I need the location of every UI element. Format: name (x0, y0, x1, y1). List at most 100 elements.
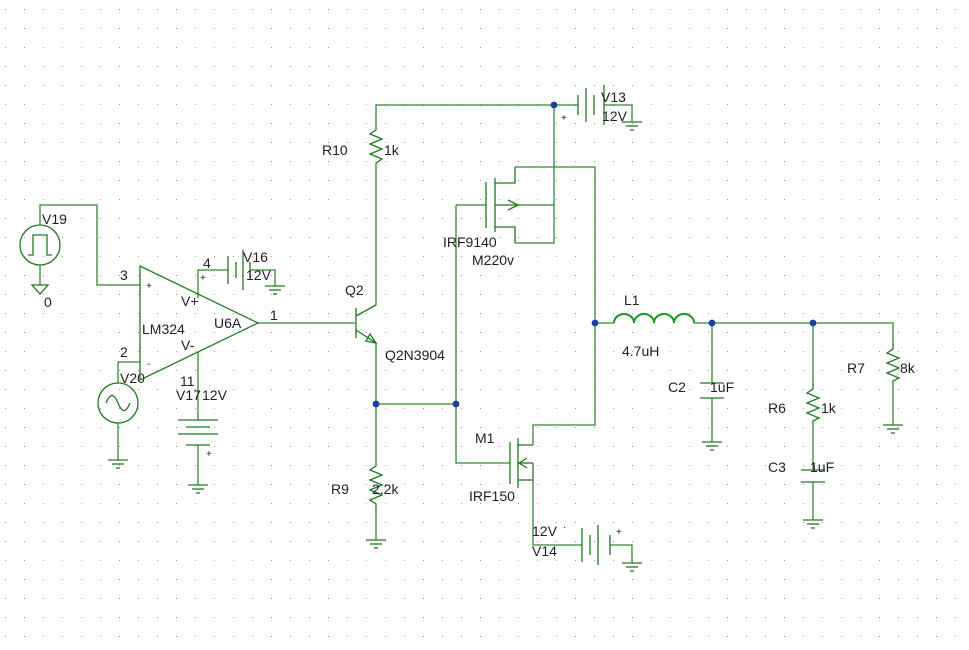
grid-dot (936, 237, 937, 238)
grid-dot (271, 465, 272, 466)
grid-dot (727, 85, 728, 86)
grid-dot (233, 123, 234, 124)
grid-dot (100, 522, 101, 523)
grid-dot (499, 579, 500, 580)
battery-v14[interactable]: + · 12V V14 (532, 522, 622, 565)
grid-dot (138, 313, 139, 314)
grid-dot (100, 446, 101, 447)
grid-dot (233, 9, 234, 10)
grid-dot (119, 465, 120, 466)
grid-dot (100, 275, 101, 276)
grid-dot (176, 389, 177, 390)
resistor-zigzag (805, 383, 821, 423)
resistor-r10[interactable]: R10 1k (322, 124, 400, 165)
grid-dot (879, 28, 880, 29)
npn-transistor-q2[interactable]: Q2 Q2N3904 (345, 282, 445, 363)
battery-v13[interactable]: + V13 12V (561, 85, 628, 125)
grid-dot (480, 503, 481, 504)
grid-dot (423, 389, 424, 390)
pulse-source-v19[interactable]: V19 0 (19, 211, 67, 310)
grid-dot (309, 85, 310, 86)
grid-dot (936, 579, 937, 580)
grid-dot (651, 446, 652, 447)
grid-dot (290, 427, 291, 428)
grid-dot (746, 218, 747, 219)
grid-dot (62, 465, 63, 466)
ground-symbol (108, 459, 128, 469)
grid-dot (822, 313, 823, 314)
grid-dot (347, 256, 348, 257)
grid-dot (670, 294, 671, 295)
grid-dot (43, 408, 44, 409)
grid-dot (404, 408, 405, 409)
grid-dot (24, 351, 25, 352)
grid-dot (195, 332, 196, 333)
grid-dot (461, 465, 462, 466)
grid-dot (936, 427, 937, 428)
grid-dot (423, 408, 424, 409)
grid-dot (518, 579, 519, 580)
battery-v17[interactable]: + V17 12V (176, 387, 228, 460)
pmos-irf9140[interactable]: IRF9140 M220v (443, 167, 520, 268)
opamp-u6a[interactable]: + - 3 2 1 4 11 V+ V- LM324 U6A (120, 255, 278, 389)
grid-dot (632, 579, 633, 580)
sine-wave-icon (105, 394, 131, 412)
grid-dot (803, 256, 804, 257)
wire-gates (455, 205, 510, 464)
grid-dot (822, 85, 823, 86)
grid-dot (62, 180, 63, 181)
grid-dot (138, 142, 139, 143)
battery-v16[interactable]: + V16 12V (200, 249, 272, 290)
grid-dot (404, 199, 405, 200)
grid-dot (24, 427, 25, 428)
grid-dot (290, 199, 291, 200)
grid-dot (955, 28, 956, 29)
grid-dot (442, 237, 443, 238)
grid-dot (575, 484, 576, 485)
grid-dot (518, 313, 519, 314)
grid-dot (480, 66, 481, 67)
grid-dot (537, 351, 538, 352)
grid-dot (290, 28, 291, 29)
r10-name-label: R10 (322, 142, 348, 158)
grid-dot (499, 351, 500, 352)
grid-dot (746, 275, 747, 276)
grid-dot (347, 294, 348, 295)
grid-dot (309, 484, 310, 485)
nmos-m1-irf150[interactable]: M1 IRF150 (469, 430, 534, 504)
resistor-r9[interactable]: R9 2.2k (331, 460, 399, 510)
grid-dot (404, 598, 405, 599)
grid-dot (290, 579, 291, 580)
grid-dot (708, 389, 709, 390)
resistor-r7[interactable]: R7 8k (847, 343, 916, 383)
grid-dot (214, 85, 215, 86)
grid-dot (537, 313, 538, 314)
grid-dot (423, 560, 424, 561)
grid-dot (708, 9, 709, 10)
grid-dot (385, 199, 386, 200)
grid-dot (537, 617, 538, 618)
sine-source-v20[interactable]: V20 (97, 370, 145, 424)
capacitor-c2[interactable]: C2 1uF (668, 379, 734, 399)
grid-dot (822, 28, 823, 29)
grid-dot (62, 636, 63, 637)
inductor-l1[interactable]: L1 4.7uH (613, 292, 695, 359)
grid-dot (689, 370, 690, 371)
grid-dot (271, 598, 272, 599)
grid-dot (765, 66, 766, 67)
grid-dot (784, 560, 785, 561)
grid-dot (328, 104, 329, 105)
grid-dot (195, 123, 196, 124)
grid-dot (480, 142, 481, 143)
grid-dot (651, 28, 652, 29)
grid-dot (727, 28, 728, 29)
capacitor-c3[interactable]: C3 1uF (768, 459, 834, 483)
grid-dot (670, 503, 671, 504)
grid-dot (385, 541, 386, 542)
grid-dot (594, 579, 595, 580)
resistor-r6[interactable]: R6 1k (768, 383, 837, 423)
grid-dot (138, 85, 139, 86)
grid-dot (233, 598, 234, 599)
grid-dot (613, 484, 614, 485)
